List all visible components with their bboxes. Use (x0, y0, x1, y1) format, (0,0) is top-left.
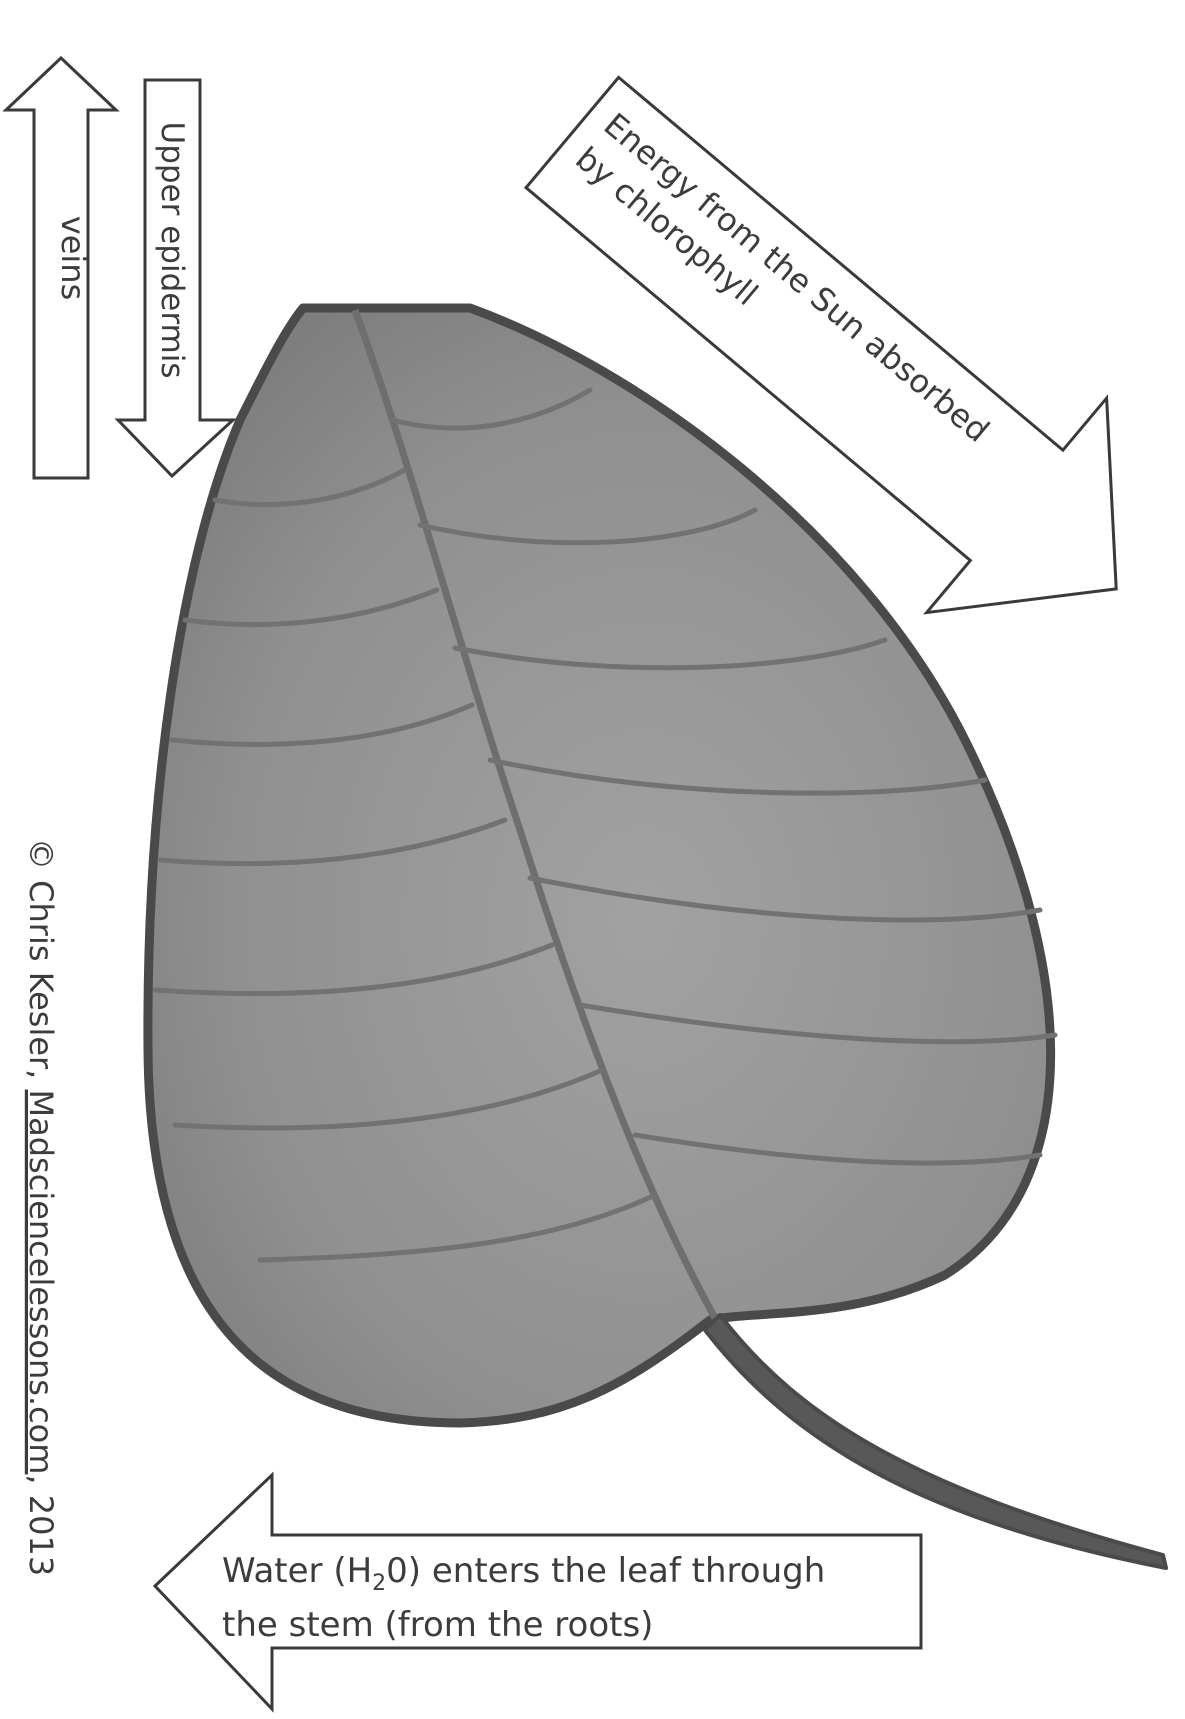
copyright-prefix: © Chris Kesler, (22, 838, 60, 1090)
veins-label: veins (54, 216, 92, 300)
upper-epidermis-label: Upper epidermis (154, 122, 190, 379)
copyright-suffix: , 2013 (22, 1474, 60, 1576)
water-label-part1: Water (H (222, 1551, 372, 1591)
water-label-line2: the stem (from the roots) (222, 1605, 653, 1645)
copyright-site: Madsciencelessons.com (22, 1090, 60, 1475)
water-label-subscript: 2 (372, 1571, 386, 1596)
water-label-part2: 0) enters the leaf through (386, 1551, 825, 1591)
water-arrow (155, 1475, 921, 1709)
leaf-stem (705, 1315, 1166, 1568)
copyright-text: © Chris Kesler, Madsciencelessons.com, 2… (22, 838, 60, 1576)
water-label-line1: Water (H20) enters the leaf through (222, 1551, 825, 1596)
